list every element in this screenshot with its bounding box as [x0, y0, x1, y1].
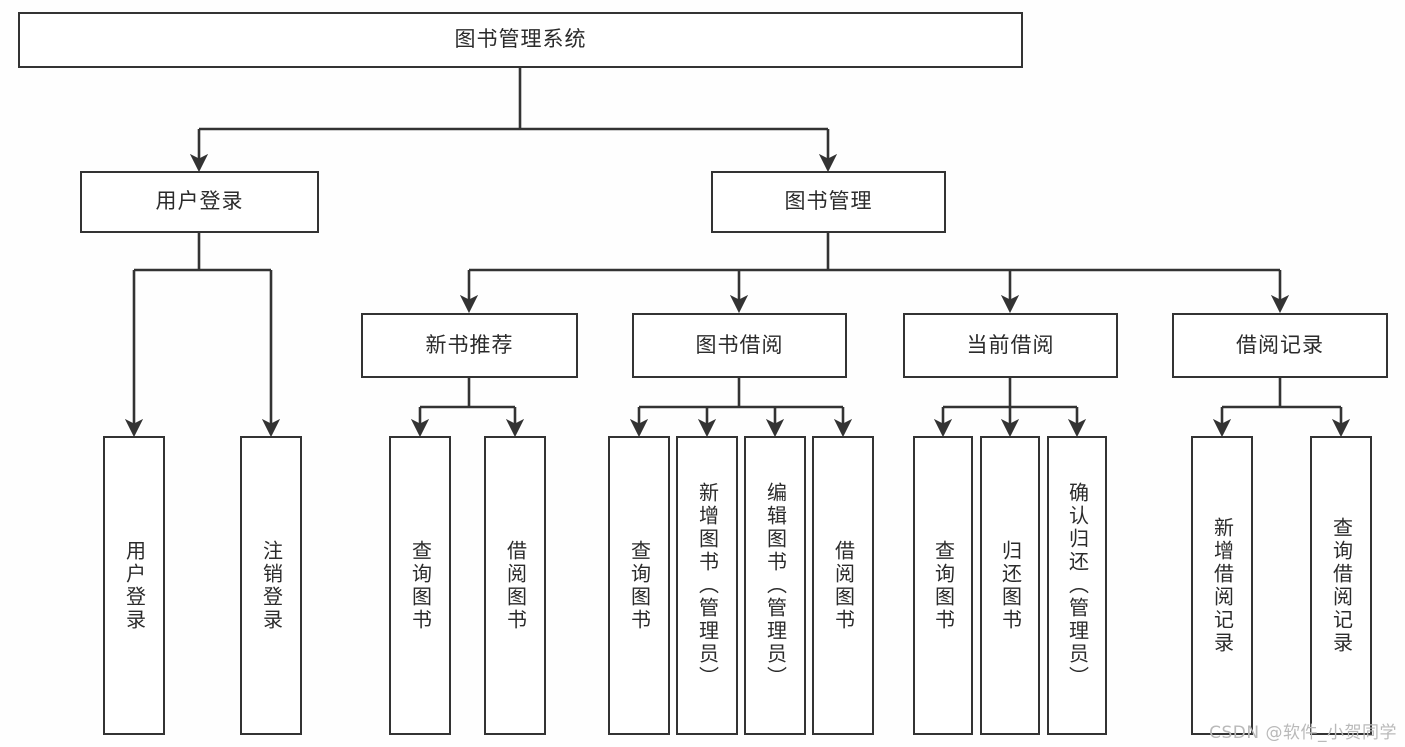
node-borrow-record[interactable]: 借阅记录: [1172, 313, 1388, 378]
leaf-record-query-record-label: 查询借阅记录: [1329, 516, 1354, 655]
leaf-borrow-edit-book[interactable]: 编辑图书（管理员）: [744, 436, 806, 735]
leaf-current-return-book[interactable]: 归还图书: [980, 436, 1040, 735]
leaf-borrow-borrow-book-label: 借阅图书: [831, 539, 856, 632]
node-book-management[interactable]: 图书管理: [711, 171, 946, 233]
node-user-login-label: 用户登录: [155, 189, 244, 214]
node-borrow-record-label: 借阅记录: [1236, 332, 1324, 357]
node-current-borrow-label: 当前借阅: [966, 332, 1055, 357]
leaf-user-login[interactable]: 用户登录: [103, 436, 165, 735]
node-book-borrow-label: 图书借阅: [695, 332, 784, 357]
leaf-logout[interactable]: 注销登录: [240, 436, 302, 735]
node-new-book-recommend[interactable]: 新书推荐: [361, 313, 578, 378]
node-current-borrow[interactable]: 当前借阅: [903, 313, 1118, 378]
leaf-borrow-edit-book-label: 编辑图书（管理员）: [763, 482, 788, 689]
leaf-current-query-book[interactable]: 查询图书: [913, 436, 973, 735]
leaf-record-add-record[interactable]: 新增借阅记录: [1191, 436, 1253, 735]
leaf-current-confirm-return[interactable]: 确认归还（管理员）: [1047, 436, 1107, 735]
leaf-borrow-add-book-label: 新增图书（管理员）: [695, 482, 720, 689]
node-root[interactable]: 图书管理系统: [18, 12, 1023, 68]
leaf-borrow-query-book-label: 查询图书: [627, 539, 652, 632]
node-new-book-recommend-label: 新书推荐: [425, 332, 514, 357]
leaf-borrow-add-book[interactable]: 新增图书（管理员）: [676, 436, 738, 735]
leaf-newbook-query-book-label: 查询图书: [408, 539, 433, 632]
leaf-current-return-book-label: 归还图书: [998, 539, 1023, 632]
leaf-user-login-label: 用户登录: [122, 539, 147, 632]
node-book-borrow[interactable]: 图书借阅: [632, 313, 847, 378]
leaf-borrow-borrow-book[interactable]: 借阅图书: [812, 436, 874, 735]
node-root-label: 图书管理系统: [454, 27, 587, 52]
leaf-record-add-record-label: 新增借阅记录: [1210, 516, 1235, 655]
node-book-management-label: 图书管理: [784, 189, 873, 214]
leaf-borrow-query-book[interactable]: 查询图书: [608, 436, 670, 735]
leaf-newbook-borrow-book-label: 借阅图书: [503, 539, 528, 632]
leaf-newbook-query-book[interactable]: 查询图书: [389, 436, 451, 735]
leaf-current-query-book-label: 查询图书: [931, 539, 956, 632]
node-user-login[interactable]: 用户登录: [80, 171, 319, 233]
leaf-current-confirm-return-label: 确认归还（管理员）: [1065, 482, 1090, 689]
leaf-newbook-borrow-book[interactable]: 借阅图书: [484, 436, 546, 735]
leaf-record-query-record[interactable]: 查询借阅记录: [1310, 436, 1372, 735]
leaf-logout-label: 注销登录: [259, 539, 284, 632]
